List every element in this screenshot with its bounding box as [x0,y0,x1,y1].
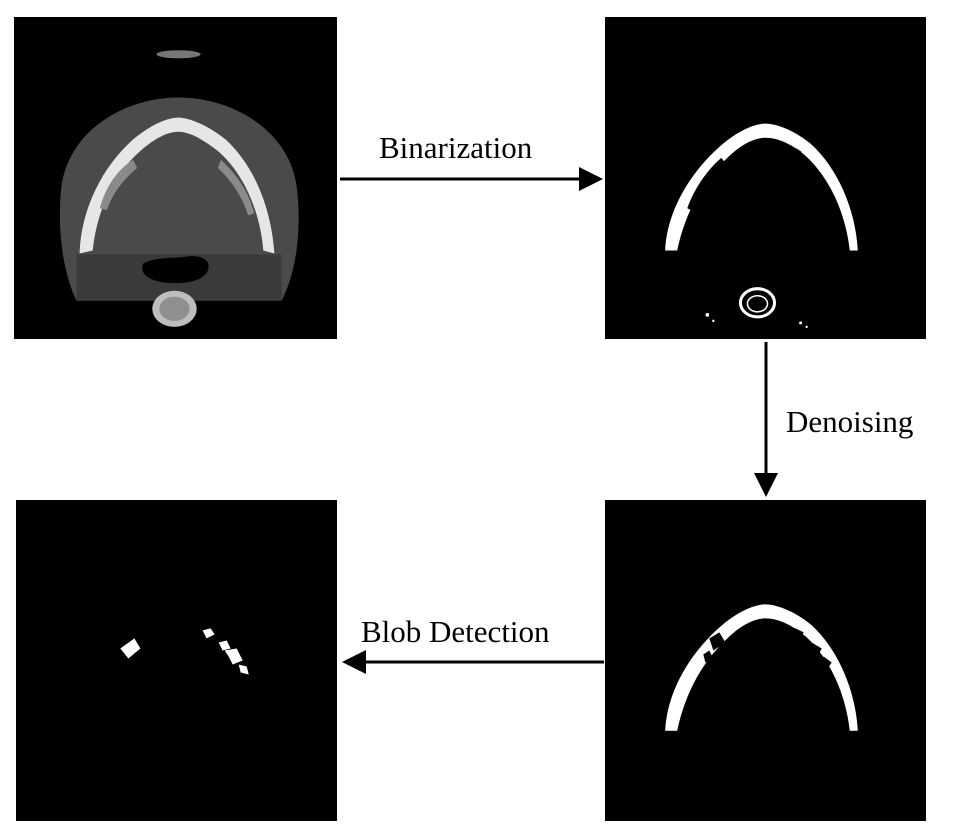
denoised-image [605,500,926,821]
binarization-label: Binarization [379,130,533,165]
blob-detection-label: Blob Detection [361,614,550,649]
ct-scan-image [14,17,337,339]
denoising-label: Denoising [786,404,914,439]
binarized-image [605,17,926,339]
blob-detection-image [16,500,337,821]
